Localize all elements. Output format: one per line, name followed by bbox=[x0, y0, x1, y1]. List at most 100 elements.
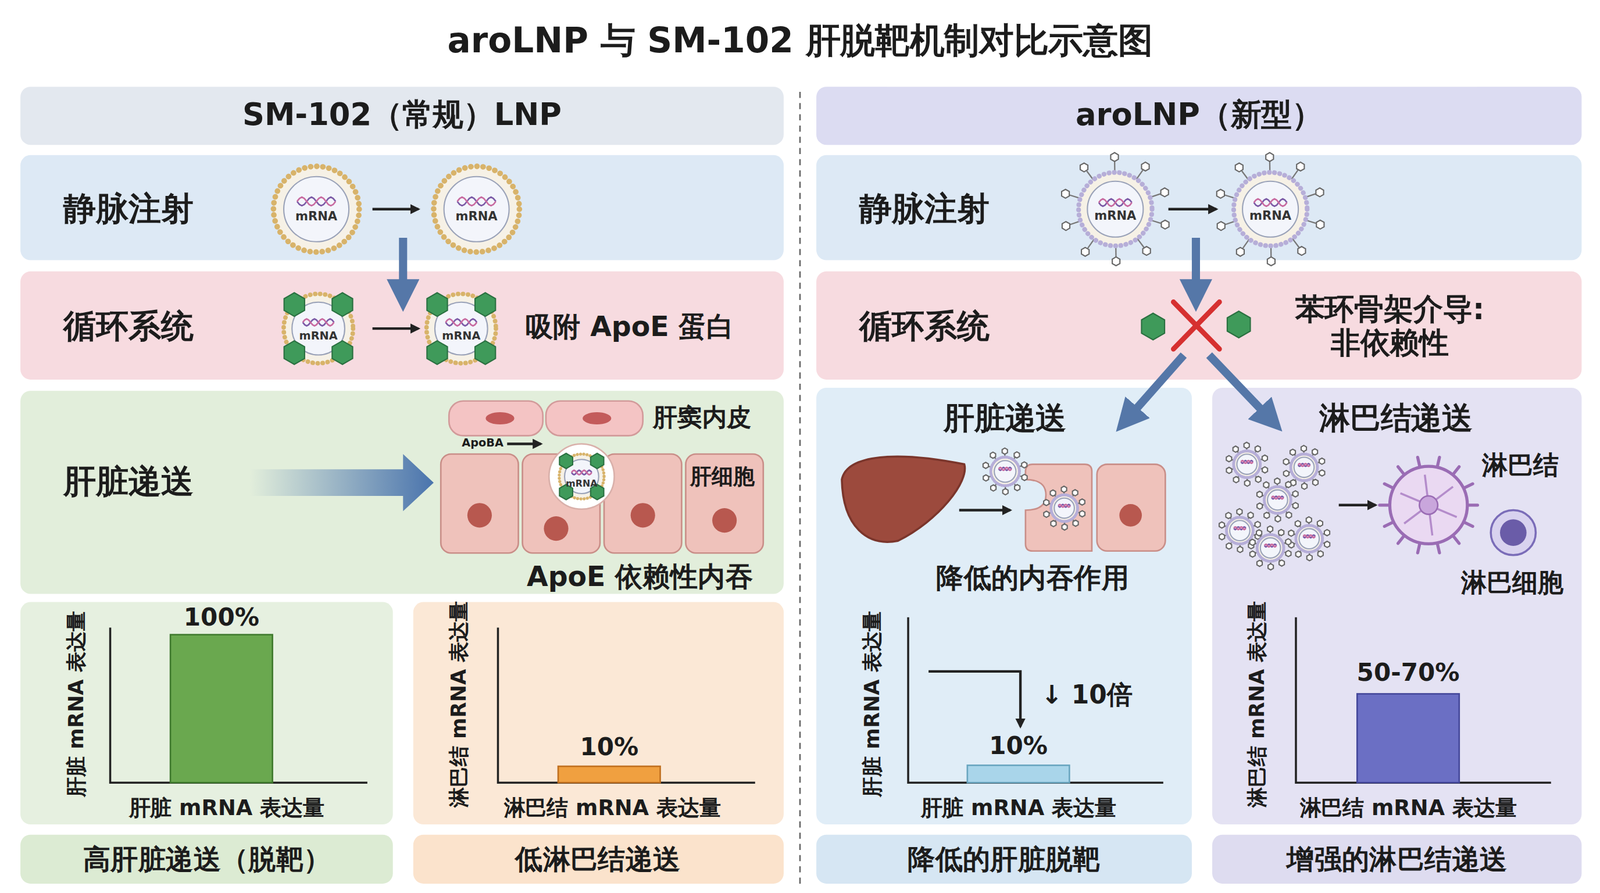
shape bbox=[1062, 221, 1070, 231]
lipid-core bbox=[444, 176, 510, 242]
shape bbox=[1306, 516, 1312, 524]
shape bbox=[1324, 529, 1330, 537]
shape bbox=[1259, 468, 1264, 470]
shape bbox=[1262, 455, 1268, 462]
shape bbox=[1237, 475, 1240, 479]
shape bbox=[1072, 518, 1075, 522]
shape bbox=[1316, 549, 1320, 553]
shape bbox=[1259, 534, 1263, 538]
hepatocytes bbox=[440, 454, 764, 553]
shape bbox=[1267, 526, 1273, 533]
shape bbox=[1063, 490, 1065, 495]
shape bbox=[1256, 502, 1263, 510]
apoe-protein bbox=[590, 484, 605, 500]
lipid-shell bbox=[990, 456, 1020, 486]
mrna-strand bbox=[1303, 534, 1316, 538]
shape bbox=[1043, 511, 1049, 518]
shape bbox=[1061, 486, 1067, 493]
shape bbox=[1076, 512, 1081, 514]
node-text: ApoBA bbox=[461, 437, 504, 450]
lipid-core bbox=[1298, 528, 1320, 549]
node-heading: 低淋巴结递送 bbox=[515, 843, 681, 875]
lipid-core bbox=[283, 176, 349, 242]
shape bbox=[1285, 538, 1291, 546]
lipid-core bbox=[1229, 520, 1250, 541]
shape bbox=[1225, 195, 1236, 199]
shape bbox=[1277, 513, 1279, 518]
lymph-vessel bbox=[1465, 503, 1478, 507]
endothelial-cells bbox=[448, 401, 643, 437]
shape bbox=[1247, 516, 1250, 520]
apoe-protein bbox=[426, 340, 448, 365]
node-text: 10% bbox=[988, 733, 1048, 762]
delivery-box: 淋巴结递送淋巴结淋巴细胞淋巴结 mRNA 表达量50-70%淋巴结 mRNA 表… bbox=[1212, 387, 1582, 825]
shape bbox=[1239, 543, 1241, 548]
shape bbox=[1018, 465, 1023, 467]
lymph-sinus bbox=[1400, 493, 1429, 506]
mrna-strand bbox=[456, 197, 496, 206]
shape bbox=[1286, 512, 1292, 519]
lipid-shell bbox=[273, 166, 359, 252]
shape bbox=[1260, 558, 1263, 563]
particles bbox=[273, 152, 1330, 571]
particle-label: mRNA bbox=[1249, 209, 1292, 224]
mrna-strand bbox=[1271, 496, 1284, 500]
shape bbox=[1244, 442, 1250, 449]
shape bbox=[1256, 560, 1263, 567]
shape bbox=[1247, 512, 1253, 519]
shape bbox=[1259, 458, 1263, 460]
shape bbox=[1245, 447, 1248, 452]
shape bbox=[1113, 161, 1116, 173]
shape bbox=[1223, 525, 1228, 527]
shape bbox=[1263, 481, 1269, 489]
mrna-strand bbox=[1298, 463, 1311, 467]
mrna-strand bbox=[297, 197, 336, 206]
summary-box: 低淋巴结递送 bbox=[413, 834, 784, 884]
shape bbox=[1312, 477, 1315, 481]
shape bbox=[1110, 152, 1119, 162]
shape bbox=[1217, 221, 1225, 231]
shape bbox=[1324, 541, 1330, 548]
delivery-arrow bbox=[250, 454, 434, 512]
shape bbox=[1054, 494, 1057, 498]
lipid-core bbox=[564, 459, 599, 494]
shape bbox=[1256, 529, 1262, 537]
shape bbox=[1246, 477, 1248, 482]
shape bbox=[1043, 499, 1049, 506]
lymph-sinus bbox=[1428, 486, 1453, 506]
shape bbox=[1267, 256, 1275, 266]
node-heading: 降低的肝脏脱靶 bbox=[907, 843, 1101, 875]
shape bbox=[1285, 550, 1291, 557]
node-heading: 肝脏 mRNA 表达量 bbox=[64, 611, 88, 798]
lipid-core bbox=[1236, 454, 1257, 475]
shape bbox=[1250, 539, 1256, 546]
lymph-node-body bbox=[1389, 466, 1467, 544]
summary-box: 降低的肝脏脱靶 bbox=[816, 834, 1192, 884]
shape bbox=[1004, 452, 1006, 457]
bar bbox=[558, 766, 661, 783]
apoe-protein bbox=[331, 293, 353, 317]
shape bbox=[1072, 494, 1075, 498]
shape bbox=[1161, 187, 1169, 197]
shape bbox=[1269, 530, 1271, 535]
node-text: 淋巴结 mRNA 表达量 bbox=[504, 795, 721, 821]
shape bbox=[1238, 513, 1241, 518]
node-text: 苯环骨架介导: 非依赖性 bbox=[1262, 292, 1518, 361]
shape bbox=[1293, 490, 1299, 498]
shape bbox=[1278, 529, 1284, 537]
shape bbox=[1276, 482, 1278, 487]
lipid-core bbox=[994, 460, 1016, 482]
shape bbox=[1262, 466, 1268, 474]
shape bbox=[1002, 448, 1008, 455]
node-text: 10% bbox=[579, 733, 639, 762]
shape bbox=[1295, 551, 1302, 558]
particle-label: mRNA bbox=[565, 478, 598, 489]
shape bbox=[1299, 549, 1302, 553]
shape bbox=[1291, 170, 1299, 180]
shape bbox=[1290, 479, 1296, 487]
mrna-strand bbox=[1298, 463, 1311, 467]
shape bbox=[1312, 448, 1318, 456]
shape bbox=[1285, 486, 1288, 490]
lymph-vessel bbox=[1436, 457, 1440, 470]
shape bbox=[1229, 516, 1232, 520]
